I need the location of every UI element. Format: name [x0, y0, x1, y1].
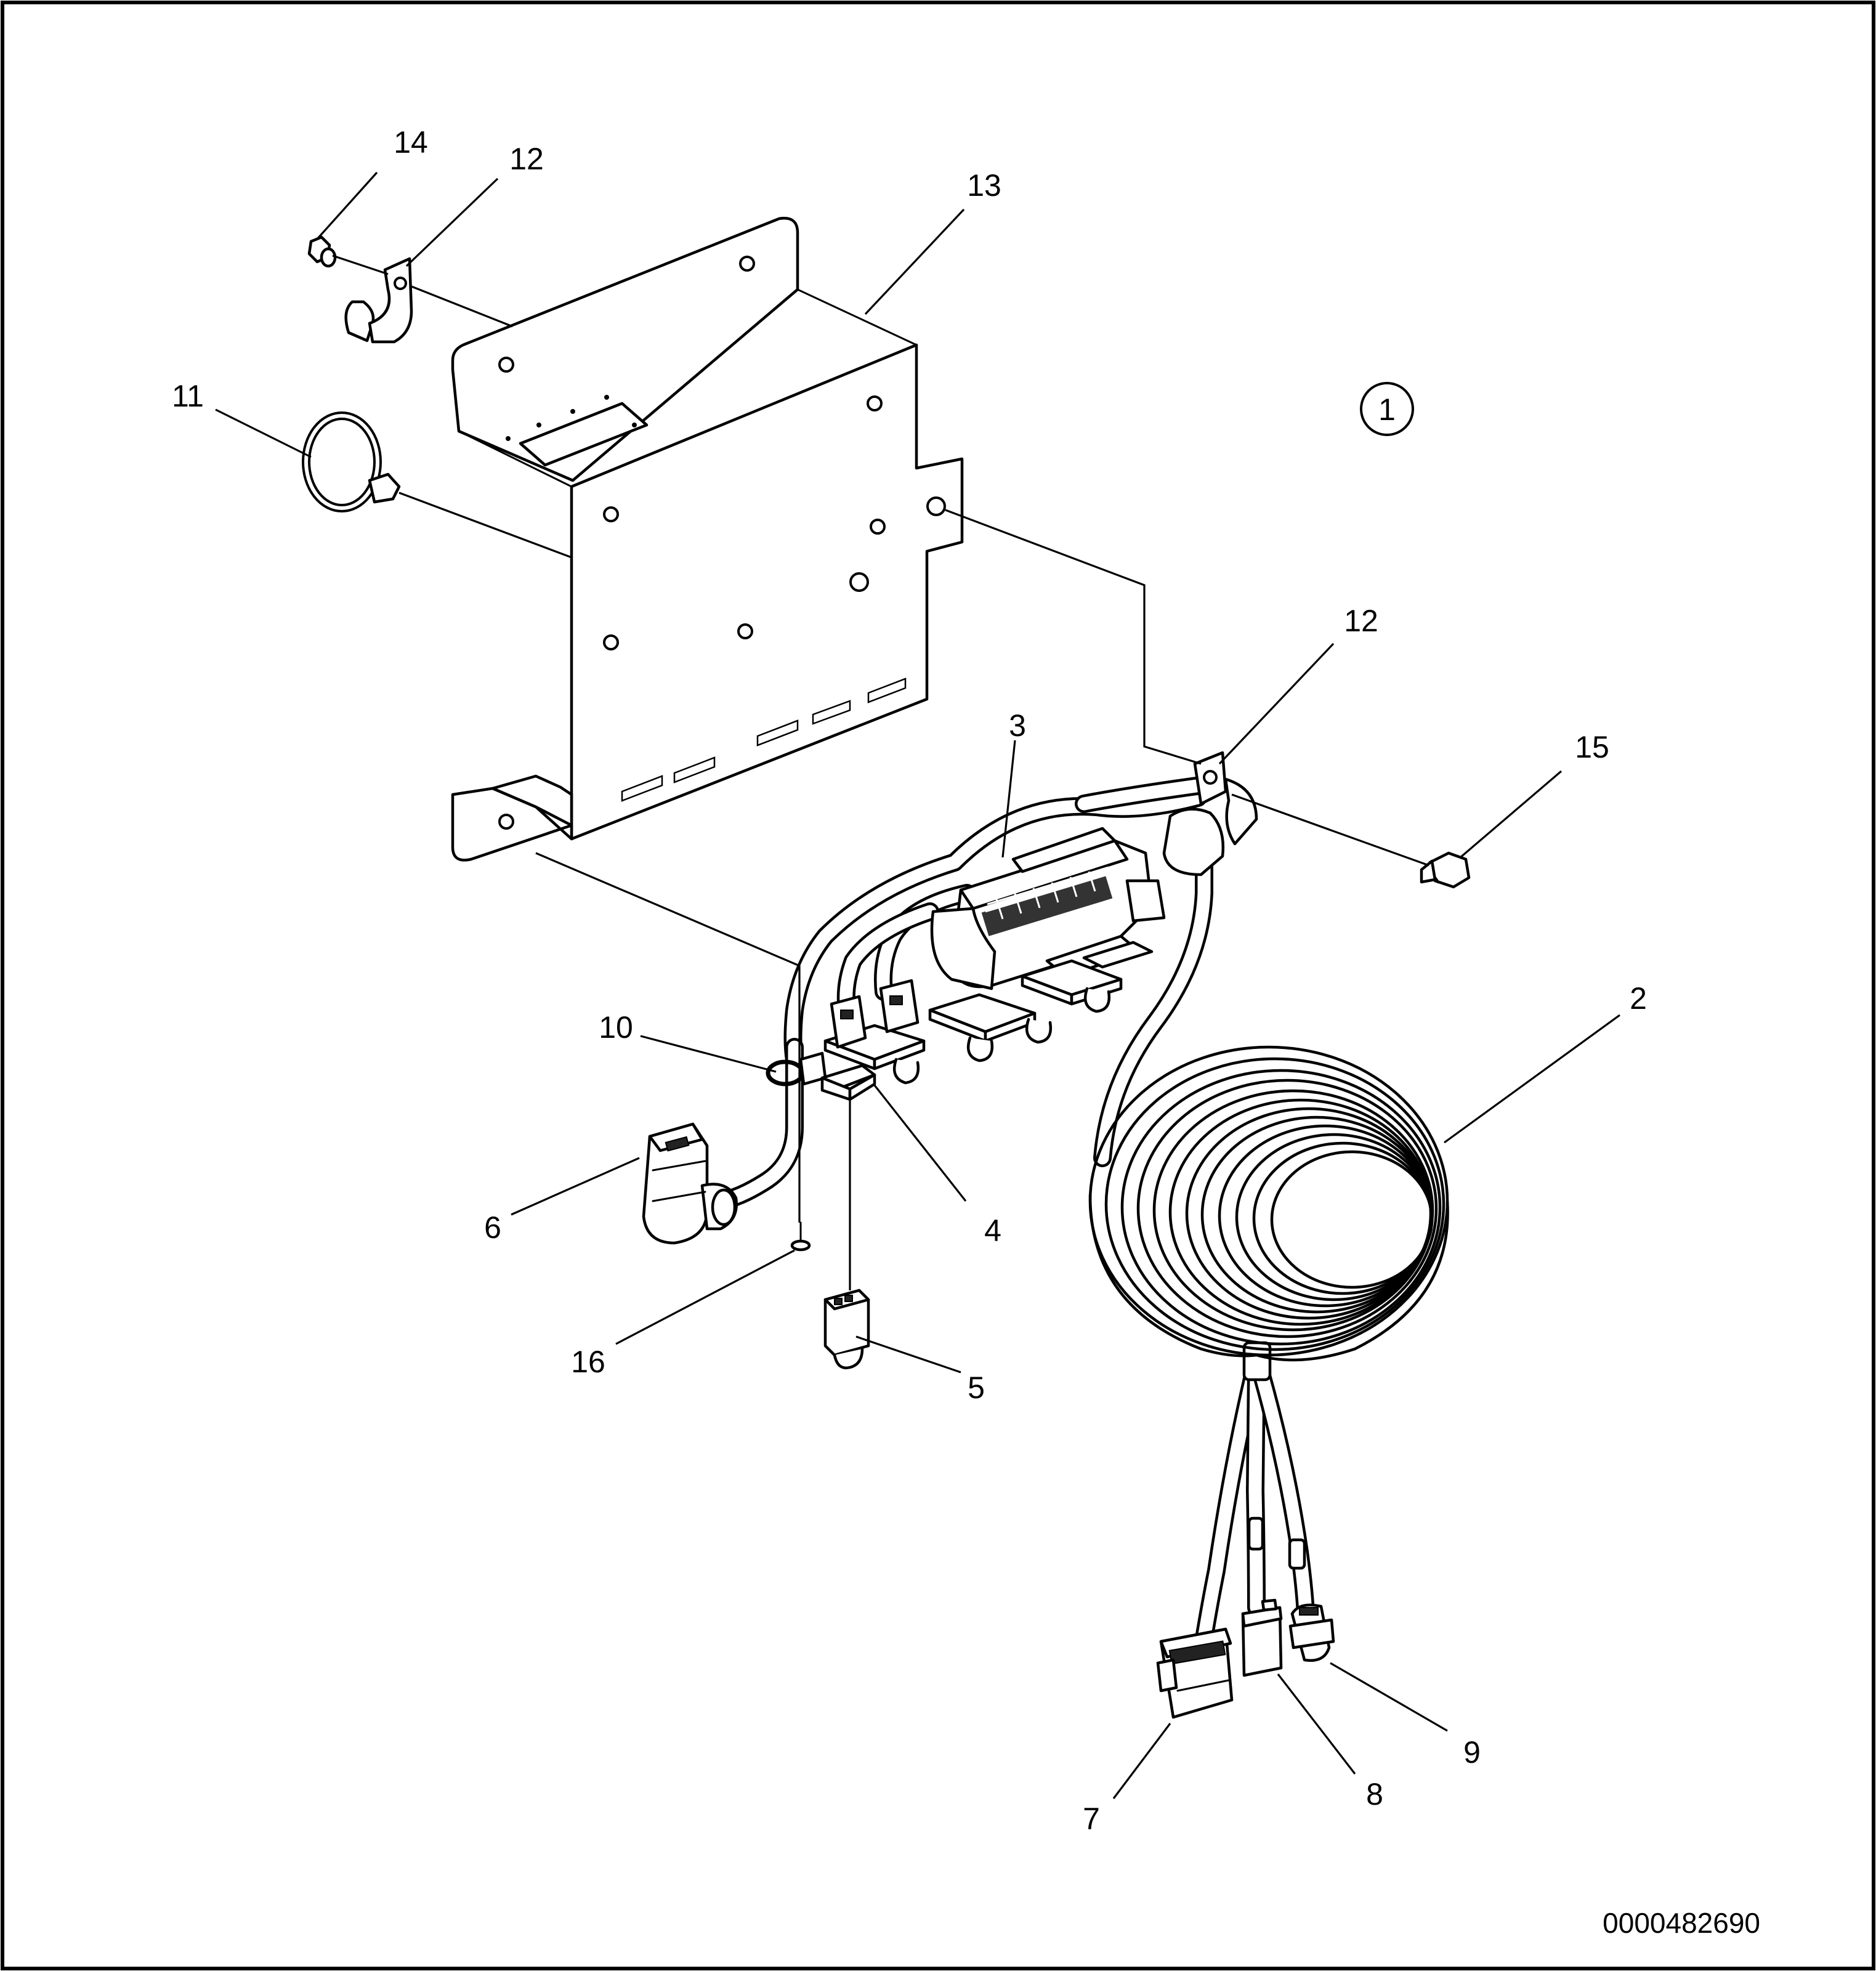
view-number: 1 — [1378, 392, 1396, 427]
callout-6: 6 — [484, 1210, 501, 1245]
callout-13: 13 — [967, 168, 1001, 203]
assembly-guide-lines — [332, 254, 1429, 1290]
callout-12-lower: 12 — [1344, 604, 1378, 638]
part-15-bolt — [1420, 851, 1471, 889]
callout-14: 14 — [394, 125, 428, 160]
callout-labels: 14 12 13 11 12 3 15 2 10 6 4 16 5 7 8 9 — [172, 125, 1647, 1836]
callout-11: 11 — [172, 379, 204, 413]
part-6-angled-connector — [642, 1122, 738, 1245]
part-13-mounting-bracket — [451, 217, 964, 862]
part-16-screw — [790, 1221, 811, 1252]
callout-9: 9 — [1463, 1735, 1481, 1770]
part-5-small-connector — [823, 1289, 870, 1370]
part-2-cable-coil — [1088, 1045, 1449, 1362]
part-9-connector — [1288, 1603, 1335, 1662]
part-14-nut — [307, 235, 337, 268]
callout-7: 7 — [1083, 1802, 1100, 1836]
callout-5: 5 — [968, 1370, 985, 1405]
part-11-hose-clamp — [302, 411, 401, 512]
callout-10: 10 — [599, 1010, 633, 1045]
document-number: 0000482690 — [1603, 1907, 1760, 1939]
part-8-connector — [1241, 1598, 1283, 1677]
callout-3: 3 — [1009, 708, 1026, 743]
view-number-badge: 1 — [1360, 382, 1414, 436]
part-12-p-clamp-lower — [1162, 751, 1258, 876]
callout-15: 15 — [1575, 730, 1609, 764]
callout-16: 16 — [571, 1345, 605, 1379]
callout-12-top: 12 — [509, 142, 544, 176]
part-12-p-clamp-top — [344, 257, 413, 344]
part-4-connector-block — [823, 941, 1154, 1085]
part-3-main-connector — [930, 827, 1166, 990]
callout-4: 4 — [984, 1213, 1001, 1248]
callout-2: 2 — [1630, 981, 1647, 1016]
wiring-harness — [711, 776, 1315, 1648]
callout-8: 8 — [1366, 1777, 1383, 1811]
leader-lines — [215, 171, 1620, 1799]
part-7-connector — [1156, 1627, 1234, 1719]
